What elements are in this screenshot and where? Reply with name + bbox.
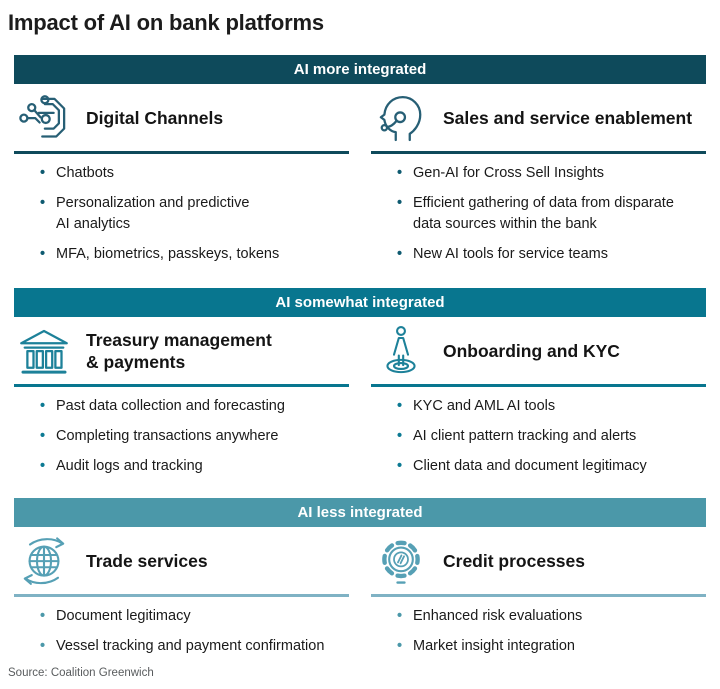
column-title: Onboarding and KYC <box>443 341 620 362</box>
column-treasury-payments: Treasury management & payments Past data… <box>14 317 349 486</box>
bullet-list: Gen-AI for Cross Sell Insights Efficient… <box>371 163 706 265</box>
column-digital-channels: Digital Channels Chatbots Personalizatio… <box>14 84 349 274</box>
bullet-item: Gen-AI for Cross Sell Insights <box>395 163 706 184</box>
section-band-label: AI somewhat integrated <box>275 294 445 312</box>
column-trade-services: Trade services Document legitimacy Vesse… <box>14 527 349 666</box>
bullet-item: Enhanced risk evaluations <box>395 606 706 627</box>
column-header: Sales and service enablement <box>371 88 706 154</box>
section-band: AI somewhat integrated <box>14 288 706 318</box>
bullet-item: Past data collection and forecasting <box>38 396 349 417</box>
section-band: AI less integrated <box>14 498 706 528</box>
bullet-item: KYC and AML AI tools <box>395 396 706 417</box>
column-credit-processes: Credit processes Enhanced risk evaluatio… <box>371 527 706 666</box>
column-title: Digital Channels <box>86 108 224 129</box>
section-band: AI more integrated <box>14 55 706 84</box>
column-title: Sales and service enablement <box>443 108 693 129</box>
page-title: Impact of AI on bank platforms <box>8 10 324 35</box>
column-header: Onboarding and KYC <box>371 321 706 388</box>
section-band-label: AI more integrated <box>293 61 427 78</box>
bullet-item: AI client pattern tracking and alerts <box>395 426 706 447</box>
column-header: Trade services <box>14 531 349 598</box>
bullet-item: Efficient gathering of data from dispara… <box>395 193 706 235</box>
column-header: Credit processes <box>371 531 706 598</box>
headset-person-icon <box>373 91 429 147</box>
column-title: Credit processes <box>443 551 586 572</box>
bullet-item: Client data and document legitimacy <box>395 456 706 477</box>
bullet-list: Chatbots Personalization and predictive … <box>14 163 349 265</box>
bullet-list: Document legitimacy Vessel tracking and … <box>14 606 349 657</box>
bullet-item: MFA, biometrics, passkeys, tokens <box>38 244 349 265</box>
bullet-item: Completing transactions anywhere <box>38 426 349 447</box>
bullet-item: Personalization and predictive AI analyt… <box>38 193 349 235</box>
source-note: Source: Coalition Greenwich <box>8 667 154 679</box>
bank-icon <box>16 324 72 380</box>
column-header: Treasury management & payments <box>14 321 349 388</box>
bullet-item: Market insight integration <box>395 636 706 657</box>
section-ai-less-integrated: AI less integrated <box>14 498 706 666</box>
section-band-label: AI less integrated <box>297 504 423 522</box>
bullet-list: KYC and AML AI tools AI client pattern t… <box>371 396 706 477</box>
column-title: Treasury management & payments <box>86 330 272 373</box>
section-ai-more-integrated: AI more integrated <box>14 55 706 274</box>
bullet-item: New AI tools for service teams <box>395 244 706 265</box>
circuit-icon <box>16 91 72 147</box>
bullet-item: Document legitimacy <box>38 606 349 627</box>
column-title: Trade services <box>86 551 208 572</box>
bullet-item: Chatbots <box>38 163 349 184</box>
gear-link-icon <box>373 534 429 590</box>
bullet-item: Audit logs and tracking <box>38 456 349 477</box>
globe-arrows-icon <box>16 534 72 590</box>
bullet-list: Past data collection and forecasting Com… <box>14 396 349 477</box>
column-onboarding-kyc: Onboarding and KYC KYC and AML AI tools … <box>371 317 706 486</box>
bullet-item: Vessel tracking and payment confirmation <box>38 636 349 657</box>
bullet-list: Enhanced risk evaluations Market insight… <box>371 606 706 657</box>
person-rings-icon <box>373 324 429 380</box>
column-header: Digital Channels <box>14 88 349 154</box>
section-ai-somewhat-integrated: AI somewhat integrated <box>14 288 706 486</box>
column-sales-service: Sales and service enablement Gen-AI for … <box>371 84 706 274</box>
